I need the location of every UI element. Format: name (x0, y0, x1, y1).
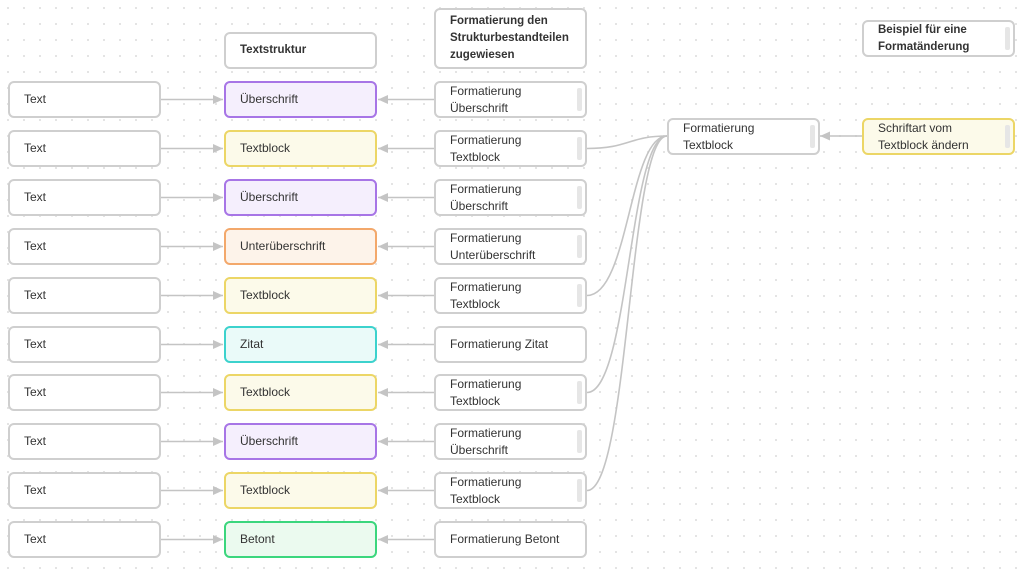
structure-node-textblock-label: Textblock (240, 483, 291, 497)
curve-textblock-to-example (586, 135, 668, 492)
structure-node-unterueberschrift[interactable]: Unterüberschrift (224, 228, 377, 265)
structure-node-zitat[interactable]: Zitat (224, 326, 377, 363)
text-node-label: Text (24, 434, 47, 448)
text-node-label: Text (24, 141, 47, 155)
formatting-node-ueberschrift[interactable]: Formatierung Überschrift (434, 423, 587, 460)
structure-node-textblock[interactable]: Textblock (224, 277, 377, 314)
structure-node-zitat-label: Zitat (240, 337, 264, 351)
curve-textblock-to-example (586, 135, 668, 297)
curve-textblock-to-example (586, 135, 668, 394)
formatting-node-textblock-label: Formatierung Textblock (450, 474, 522, 506)
header-beispiel-formataenderung: Beispiel für eine Formatänderung (862, 20, 1015, 57)
formatting-node-textblock[interactable]: Formatierung Textblock (434, 130, 587, 167)
formatting-node-betont[interactable]: Formatierung Betont (434, 521, 587, 558)
example-formatting-node[interactable]: Formatierung Textblock (667, 118, 820, 155)
text-node[interactable]: Text (8, 130, 161, 167)
text-node[interactable]: Text (8, 326, 161, 363)
text-node[interactable]: Text (8, 179, 161, 216)
example-change-node[interactable]: Schriftart vom Textblock ändern (862, 118, 1015, 155)
formatting-node-ueberschrift[interactable]: Formatierung Überschrift (434, 81, 587, 118)
formatting-node-textblock[interactable]: Formatierung Textblock (434, 472, 587, 509)
formatting-node-zitat-label: Formatierung Zitat (450, 337, 549, 351)
header-formatierung-zugewiesen: Formatierung den Strukturbestandteilen z… (434, 8, 587, 69)
formatting-node-unterueberschrift[interactable]: Formatierung Unterüberschrift (434, 228, 587, 265)
structure-node-ueberschrift-label: Überschrift (240, 434, 299, 448)
structure-node-unterueberschrift-label: Unterüberschrift (240, 239, 326, 253)
text-node-label: Text (24, 288, 47, 302)
curve-textblock-to-example (586, 135, 668, 150)
text-node[interactable]: Text (8, 472, 161, 509)
text-node-label: Text (24, 385, 47, 399)
structure-node-betont-label: Betont (240, 532, 275, 546)
structure-node-textblock-label: Textblock (240, 141, 291, 155)
formatting-node-ueberschrift-label: Formatierung Überschrift (450, 181, 522, 213)
text-node-label: Text (24, 190, 47, 204)
formatting-node-betont-label: Formatierung Betont (450, 532, 560, 546)
formatting-node-textblock-label: Formatierung Textblock (450, 279, 522, 311)
structure-node-ueberschrift-label: Überschrift (240, 190, 299, 204)
structure-node-textblock-label: Textblock (240, 385, 291, 399)
text-node[interactable]: Text (8, 423, 161, 460)
formatting-node-textblock-label: Formatierung Textblock (450, 132, 522, 164)
formatting-node-ueberschrift-label: Formatierung Überschrift (450, 83, 522, 115)
formatting-node-zitat[interactable]: Formatierung Zitat (434, 326, 587, 363)
structure-node-ueberschrift[interactable]: Überschrift (224, 179, 377, 216)
structure-node-ueberschrift[interactable]: Überschrift (224, 423, 377, 460)
text-node-label: Text (24, 483, 47, 497)
formatting-node-textblock[interactable]: Formatierung Textblock (434, 374, 587, 411)
text-node-label: Text (24, 92, 47, 106)
text-node[interactable]: Text (8, 277, 161, 314)
text-node-label: Text (24, 239, 47, 253)
header-textstruktur: Textstruktur (224, 32, 377, 69)
text-node-label: Text (24, 532, 47, 546)
formatting-node-ueberschrift[interactable]: Formatierung Überschrift (434, 179, 587, 216)
structure-node-textblock-label: Textblock (240, 288, 291, 302)
structure-node-textblock[interactable]: Textblock (224, 472, 377, 509)
text-node-label: Text (24, 337, 47, 351)
structure-node-textblock[interactable]: Textblock (224, 374, 377, 411)
text-node[interactable]: Text (8, 228, 161, 265)
text-node[interactable]: Text (8, 374, 161, 411)
formatting-node-textblock-label: Formatierung Textblock (450, 376, 522, 408)
structure-node-betont[interactable]: Betont (224, 521, 377, 558)
structure-node-ueberschrift[interactable]: Überschrift (224, 81, 377, 118)
structure-node-ueberschrift-label: Überschrift (240, 92, 299, 106)
text-node[interactable]: Text (8, 81, 161, 118)
formatting-node-ueberschrift-label: Formatierung Überschrift (450, 425, 522, 457)
text-node[interactable]: Text (8, 521, 161, 558)
structure-node-textblock[interactable]: Textblock (224, 130, 377, 167)
formatting-node-textblock[interactable]: Formatierung Textblock (434, 277, 587, 314)
formatting-node-unterueberschrift-label: Formatierung Unterüberschrift (450, 230, 536, 262)
